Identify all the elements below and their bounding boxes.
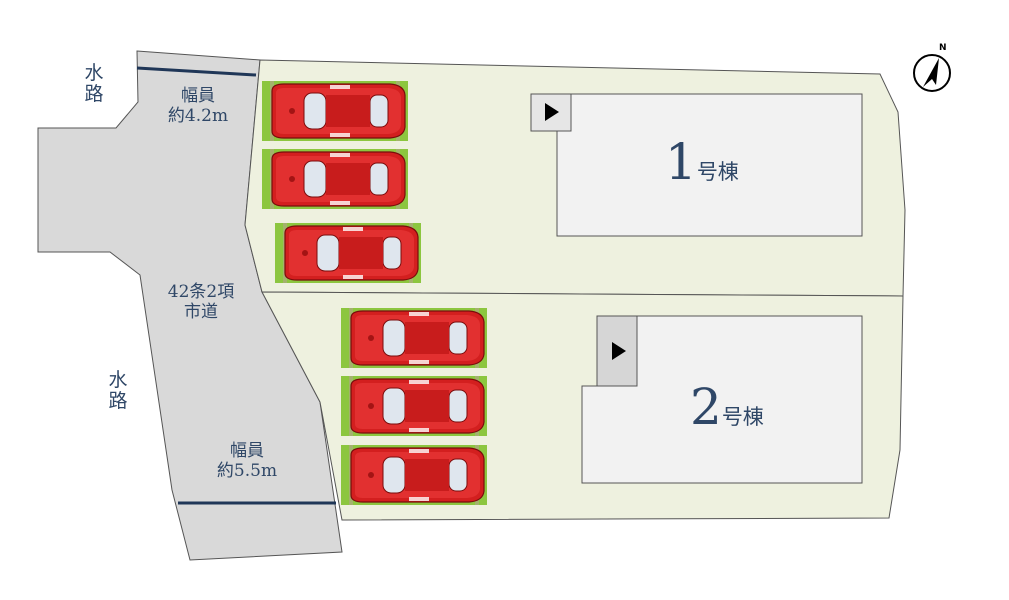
building-1-label: 1号棟: [665, 133, 739, 191]
building-1: [556, 93, 863, 237]
entrance-marker-2: [596, 315, 638, 387]
parking-space-5: [340, 375, 488, 437]
parking-space-3: [274, 222, 422, 284]
waterway-label-top: 水路: [84, 62, 104, 105]
parking-space-2: [261, 148, 409, 210]
waterway-label-bottom: 水路: [108, 369, 128, 412]
parking-space-1: [261, 80, 409, 142]
road-type-label: 42条2項 市道: [167, 282, 235, 322]
north-arrow-icon: N: [913, 43, 951, 92]
parking-space-4: [340, 307, 488, 369]
parking-space-6: [340, 444, 488, 506]
road-width-label-top: 幅員 約4.2m: [167, 86, 229, 126]
building-2-label: 2号棟: [690, 378, 764, 436]
road-width-label-bottom: 幅員 約5.5m: [216, 441, 278, 481]
road-width-marker-top: [136, 66, 257, 77]
compass-letter: N: [939, 43, 947, 53]
entrance-marker-1: [530, 93, 572, 132]
